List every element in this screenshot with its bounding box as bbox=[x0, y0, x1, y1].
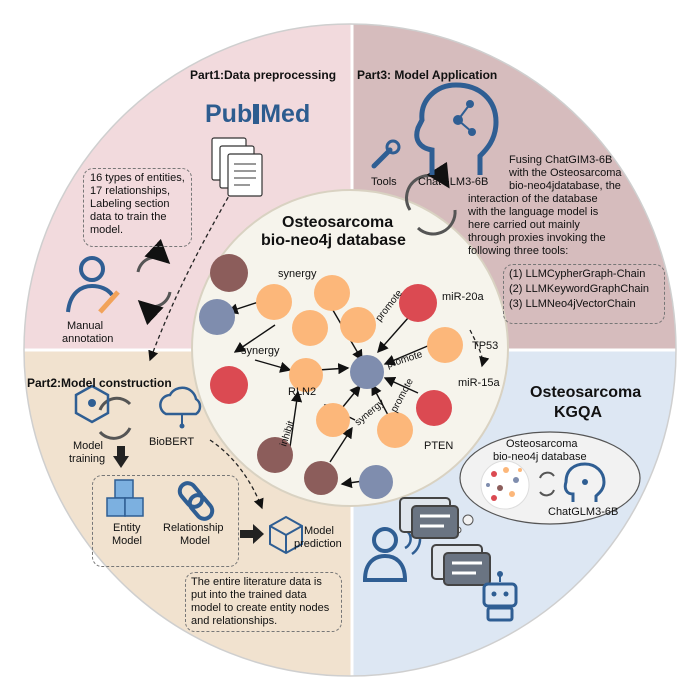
part3-title: Part3: Model Application bbox=[357, 68, 498, 82]
application-description-line: here carried out mainly bbox=[468, 219, 580, 231]
manual-annotation-label: annotation bbox=[62, 333, 114, 345]
document-stack-icon bbox=[211, 137, 263, 197]
application-description-line: bio-neo4jdatabase, the bbox=[509, 180, 621, 192]
prediction-note-line: put into the trained data bbox=[191, 589, 307, 601]
prediction-note-line: and relationships. bbox=[191, 615, 278, 627]
application-description-line: with the Osteosarcoma bbox=[509, 167, 622, 179]
database-subtitle: bio-neo4j database bbox=[261, 232, 406, 249]
annotation-note-line: model. bbox=[90, 224, 124, 236]
pubmed-logo-left: Pub bbox=[205, 100, 253, 128]
chat-bubble-icon bbox=[431, 544, 491, 586]
node-orange bbox=[314, 275, 350, 311]
cloud-network-icon bbox=[159, 386, 202, 429]
chain-link-icon bbox=[177, 481, 215, 521]
label-rln2: RLN2 bbox=[288, 386, 317, 398]
database-title: Osteosarcoma bbox=[282, 214, 394, 231]
tools-list-box bbox=[503, 264, 665, 324]
entity-model-label: Model bbox=[112, 535, 142, 547]
center-database-circle bbox=[191, 189, 509, 507]
annotation-note-line: 16 types of entities, bbox=[90, 172, 185, 184]
entity-model-label: Entity bbox=[113, 522, 141, 534]
annotation-note-box bbox=[83, 168, 192, 247]
node-slate bbox=[199, 299, 235, 335]
ai-head-icon bbox=[414, 82, 499, 175]
manual-annotation-label: Manual bbox=[67, 320, 104, 332]
node-mir20a bbox=[399, 284, 437, 322]
model-prediction-label: prediction bbox=[294, 538, 342, 550]
down-arrow bbox=[113, 456, 129, 468]
label-tp53: TP53 bbox=[472, 340, 499, 352]
model-training-label: training bbox=[69, 453, 106, 465]
prediction-note-box bbox=[185, 572, 342, 632]
wrench-icon bbox=[371, 139, 401, 169]
tools-list-item: (1) LLMCypherGraph-Chain bbox=[509, 268, 646, 280]
annotation-note-line: Labeling section bbox=[90, 198, 170, 210]
node-orange bbox=[340, 307, 376, 343]
relationship-model-label: Relationship bbox=[163, 522, 224, 534]
node-orange bbox=[256, 284, 292, 320]
part2-title: Part2:Model construction bbox=[27, 376, 172, 390]
application-description-line: with the language model is bbox=[468, 206, 599, 218]
chatglm-label: ChatGLM3-6B bbox=[418, 176, 489, 188]
node-red bbox=[210, 366, 248, 404]
application-description-line: following three tools: bbox=[468, 245, 569, 257]
graph-nodes bbox=[199, 254, 463, 499]
kgqa-title: Osteosarcoma bbox=[530, 384, 642, 401]
person-pen-icon bbox=[66, 256, 120, 314]
tools-list-item: (2) LLMKeywordGraphChain bbox=[509, 283, 650, 295]
biobert-label: BioBERT bbox=[149, 436, 195, 448]
node-mir15a bbox=[416, 390, 452, 426]
node-rln2 bbox=[289, 358, 323, 392]
mini-graph-icon bbox=[480, 460, 530, 510]
kgqa-subtitle: KGQA bbox=[554, 404, 602, 421]
cube-refresh-icon bbox=[269, 515, 303, 555]
label-synergy-left: synergy bbox=[241, 345, 280, 357]
right-arrow bbox=[240, 524, 264, 544]
node-central bbox=[350, 355, 384, 389]
application-description-line: interaction of the database bbox=[468, 193, 598, 205]
bubble-database-label: bio-neo4j database bbox=[493, 451, 587, 463]
node-brown bbox=[304, 461, 338, 495]
tools-list-item: (3) LLMNeo4jVectorChain bbox=[509, 298, 636, 310]
bubble-database-label: Osteosarcoma bbox=[506, 438, 578, 450]
label-mir15a: miR-15a bbox=[458, 377, 500, 389]
label-synergy-top: synergy bbox=[278, 268, 317, 280]
node-pten bbox=[377, 412, 413, 448]
node-brown bbox=[210, 254, 248, 292]
prediction-note-line: The entire literature data is bbox=[191, 576, 322, 588]
node-orange bbox=[292, 310, 328, 346]
node-slate bbox=[359, 465, 393, 499]
small-ai-head-icon bbox=[563, 462, 606, 502]
robot-icon bbox=[482, 571, 518, 622]
chat-bubble-icon bbox=[399, 497, 459, 539]
node-brown bbox=[257, 437, 293, 473]
model-prediction-label: Model bbox=[304, 525, 334, 537]
node-orange bbox=[316, 403, 350, 437]
model-training-label: Model bbox=[73, 440, 103, 452]
network-hexagon-icon bbox=[74, 384, 110, 424]
models-group-box bbox=[92, 475, 239, 567]
label-pten: PTEN bbox=[424, 440, 454, 452]
bubble-chatglm-label: ChatGLM3-6B bbox=[548, 506, 619, 518]
relationship-model-label: Model bbox=[180, 535, 210, 547]
part1-title: Part1:Data preprocessing bbox=[190, 68, 337, 82]
process-dashed-arrows bbox=[148, 184, 490, 510]
cubes-icon bbox=[106, 479, 144, 517]
node-tp53 bbox=[427, 327, 463, 363]
swap-arrows-icon bbox=[539, 471, 555, 497]
annotation-note-line: 17 relationships, bbox=[90, 185, 171, 197]
cycle-arrows bbox=[98, 161, 457, 440]
tools-label: Tools bbox=[371, 176, 397, 188]
label-mir20a: miR-20a bbox=[442, 291, 484, 303]
annotation-note-line: data to train the bbox=[90, 211, 167, 223]
pubmed-logo-right: Med bbox=[260, 100, 311, 128]
prediction-note-line: model to create entity nodes bbox=[191, 602, 330, 614]
application-description-line: Fusing ChatGIM3-6B bbox=[509, 154, 613, 166]
application-description-line: through proxies invoking the bbox=[468, 232, 606, 244]
